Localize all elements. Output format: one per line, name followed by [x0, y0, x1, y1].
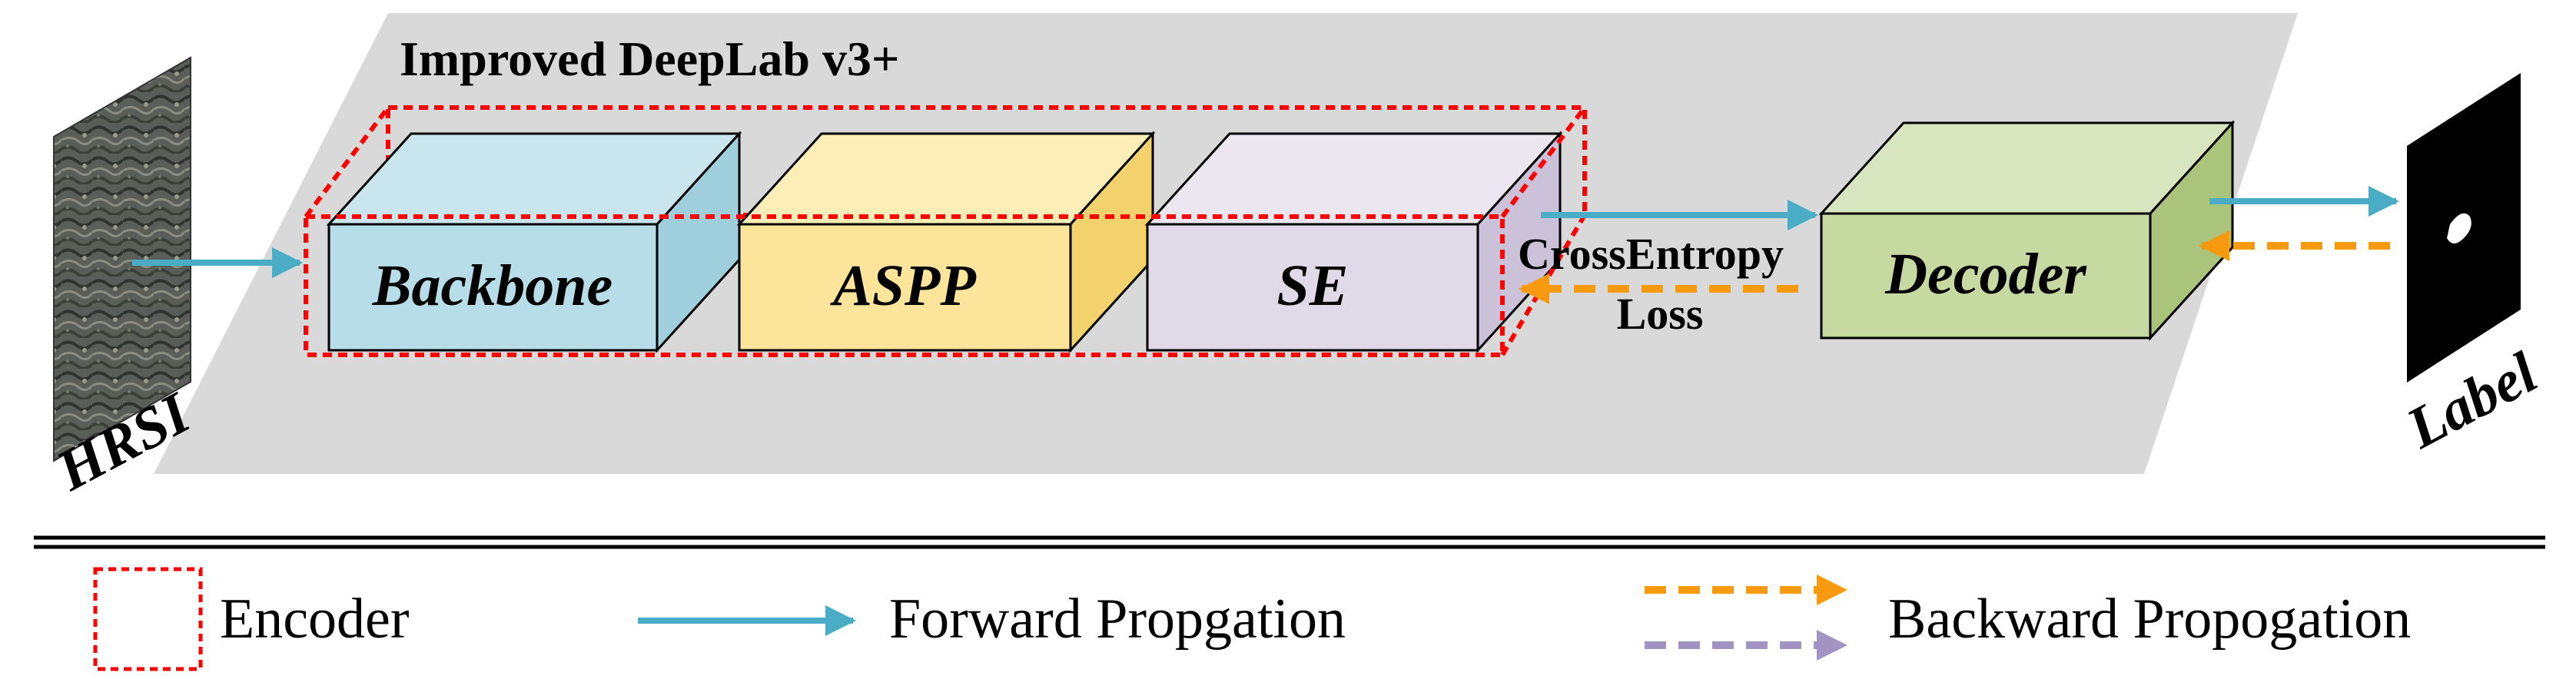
label-image — [2407, 73, 2521, 383]
hrsi-image — [53, 56, 191, 462]
legend: Encoder Forward Propgation Backward Prop… — [93, 567, 2411, 671]
aspp-label: ASPP — [830, 253, 976, 318]
legend-encoder-label: Encoder — [220, 588, 410, 651]
loss-label-line1: CrossEntropy — [1518, 229, 1784, 279]
se-label: SE — [1277, 253, 1349, 318]
backbone-label: Backbone — [372, 253, 612, 318]
aspp-block: ASPP — [736, 131, 1156, 353]
loss-label-line2: Loss — [1617, 289, 1704, 339]
encoder-outline-edge-left — [304, 106, 390, 218]
legend-backward-label: Backward Propogation — [1888, 588, 2411, 651]
diagram-title: Improved DeepLab v3+ — [400, 31, 899, 86]
legend-forward-label: Forward Propgation — [889, 588, 1346, 651]
decoder-label: Decoder — [1884, 242, 2087, 306]
encoder-outline-front — [304, 214, 1505, 357]
se-block: SE — [1144, 131, 1563, 353]
encoder-outline-edge-right — [1500, 106, 1587, 218]
backbone-block: Backbone — [326, 131, 742, 353]
decoder-block: Decoder — [1818, 120, 2236, 341]
legend-encoder-swatch — [93, 567, 203, 671]
